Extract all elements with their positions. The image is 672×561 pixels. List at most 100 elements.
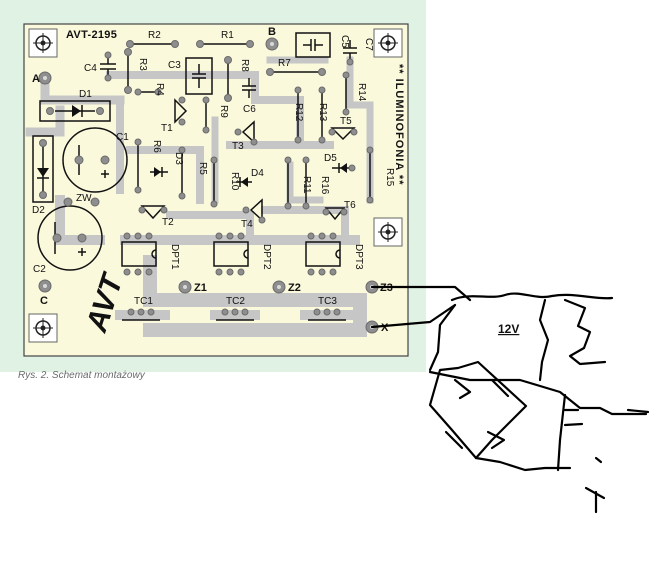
- label-c6: C6: [243, 104, 256, 115]
- diode-d2: [32, 135, 54, 203]
- transistor-t6: [322, 207, 348, 221]
- label-r5: R5: [197, 162, 208, 175]
- label-c3: C3: [168, 60, 181, 71]
- triac-tc2: [216, 308, 254, 321]
- capacitor-c1: [62, 127, 128, 193]
- terminal-a: [38, 71, 52, 85]
- label-r9: R9: [218, 105, 229, 118]
- label-terminal-a: A: [32, 73, 40, 85]
- diode-d3: [150, 167, 168, 177]
- label-r16: R16: [319, 176, 330, 195]
- resistor-r10: [210, 156, 218, 208]
- terminal-b: [265, 37, 279, 51]
- label-tc3: TC3: [318, 296, 337, 307]
- label-r2: R2: [148, 30, 161, 41]
- label-r1: R1: [221, 30, 234, 41]
- label-r4: R4: [154, 83, 165, 96]
- resistor-r2: [126, 40, 179, 48]
- label-terminal-c: C: [40, 295, 48, 307]
- mounting-hole-top-right: [373, 28, 403, 58]
- capacitor-c3: [185, 57, 213, 95]
- hand-drawn-wiring: [370, 285, 650, 514]
- label-terminal-z1: Z1: [194, 282, 207, 294]
- label-d1: D1: [79, 89, 92, 100]
- board-side-label: ** ILUMINOFONIA **: [393, 64, 405, 186]
- optotriac-dpt1: [121, 232, 157, 276]
- mounting-hole-mid-right: [373, 217, 403, 247]
- triac-tc3: [308, 308, 346, 321]
- resistor-r15: [366, 146, 374, 204]
- label-12v: 12V: [498, 322, 519, 336]
- resistor-r16: [302, 156, 310, 210]
- capacitor-c5: [295, 32, 331, 58]
- label-terminal-z2: Z2: [288, 282, 301, 294]
- resistor-r11: [284, 156, 292, 210]
- label-tc2: TC2: [226, 296, 245, 307]
- mounting-hole-top-left: [28, 28, 58, 58]
- label-r6: R6: [151, 140, 162, 153]
- label-c5: C5: [339, 35, 350, 48]
- label-t6: T6: [344, 200, 356, 211]
- label-c4: C4: [84, 63, 97, 74]
- label-tc1: TC1: [134, 296, 153, 307]
- capacitor-c7: [343, 40, 357, 66]
- label-t1: T1: [161, 123, 173, 134]
- mounting-hole-bottom-left: [28, 313, 58, 343]
- label-d5: D5: [324, 153, 337, 164]
- label-r13: R13: [317, 103, 328, 122]
- capacitor-c4: [100, 51, 116, 82]
- resistor-r9: [202, 96, 210, 134]
- label-r7: R7: [278, 58, 291, 69]
- resistor-r8: [224, 56, 232, 102]
- label-t4: T4: [241, 219, 253, 230]
- resistor-r4: [134, 88, 162, 96]
- label-c2: C2: [33, 264, 46, 275]
- transistor-t1: [174, 96, 188, 126]
- resistor-r5: [178, 146, 186, 200]
- label-dpt3: DPT3: [353, 244, 364, 270]
- capacitor-c6: [242, 78, 256, 98]
- transistor-t2: [138, 205, 168, 220]
- resistor-r7: [266, 68, 326, 76]
- terminal-z1: [178, 280, 192, 294]
- diode-d4: [236, 177, 252, 187]
- figure-caption: Rys. 2. Schemat montażowy: [18, 370, 146, 381]
- optotriac-dpt3: [305, 232, 341, 276]
- terminal-c: [38, 279, 52, 293]
- label-r10: R10: [229, 172, 240, 191]
- label-r12: R12: [293, 103, 304, 122]
- resistor-r12: [294, 86, 302, 144]
- label-terminal-b: B: [268, 26, 276, 38]
- resistor-r1: [196, 40, 254, 48]
- terminal-z2: [272, 280, 286, 294]
- label-terminal-x: X: [381, 322, 389, 334]
- resistor-r14: [342, 71, 350, 116]
- transistor-t4: [242, 198, 266, 224]
- diode-d1: [39, 100, 111, 122]
- label-t5: T5: [340, 116, 352, 127]
- transistor-t5: [328, 127, 358, 141]
- label-d4: D4: [251, 168, 264, 179]
- resistor-r6: [134, 138, 142, 194]
- label-dpt2: DPT2: [261, 244, 272, 270]
- label-c1: C1: [116, 132, 129, 143]
- resistor-r3: [124, 48, 132, 94]
- label-c7: C7: [363, 38, 374, 51]
- label-r14: R14: [356, 83, 367, 102]
- optotriac-dpt2: [213, 232, 249, 276]
- transistor-t3: [234, 120, 258, 146]
- triac-tc1: [122, 308, 160, 321]
- copper-tracks: [25, 56, 374, 337]
- label-r8: R8: [239, 59, 250, 72]
- diode-d5: [332, 163, 356, 173]
- resistor-r13: [318, 86, 326, 144]
- label-t2: T2: [162, 217, 174, 228]
- board-title: AVT-2195: [66, 29, 117, 41]
- label-r3: R3: [137, 58, 148, 71]
- label-d2: D2: [32, 205, 45, 216]
- label-d3: D3: [173, 152, 184, 165]
- label-dpt1: DPT1: [169, 244, 180, 270]
- label-r15: R15: [384, 168, 395, 187]
- label-t3: T3: [232, 141, 244, 152]
